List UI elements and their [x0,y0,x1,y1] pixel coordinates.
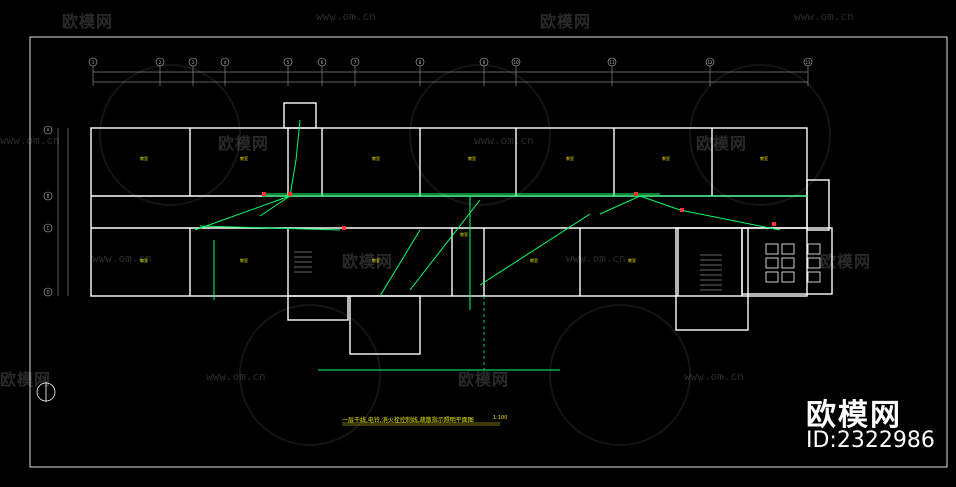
toilet-stalls [765,243,821,283]
grid-bubble [43,287,53,297]
watermark-url: www.om.cn [474,134,534,147]
building-walls [90,102,833,355]
room-label: 教室 [460,231,468,237]
watermark-brand: 欧模网 [218,134,270,153]
top-dimensions [93,71,808,83]
brand-logo: 欧模网 [806,398,902,433]
grid-label: 8 [419,60,422,65]
device-markers [262,192,776,230]
room-label: 教室 [530,257,538,263]
north-arrow-icon [36,382,56,402]
drawing-scale: 1:100 [493,415,508,421]
watermark-url: www.om.cn [0,134,60,147]
grid-label: 12 [707,60,713,65]
grid-label: 2 [159,60,162,65]
grid-label: 1 [92,60,95,65]
watermark-arcs [99,64,831,446]
grid-bubble [43,191,53,201]
room-label: 教室 [760,155,768,161]
grid-axes-left: A B C D [43,125,69,297]
grid-label: 4 [224,60,227,65]
watermark-url: www.om.cn [566,252,626,265]
watermark-brand: 欧模网 [540,12,592,31]
model-id: ID:2322986 [806,428,935,453]
watermark-brand: 欧模网 [458,370,510,389]
grid-label: B [47,194,50,199]
watermark-brand: 欧模网 [342,252,394,271]
room-label: 教室 [468,155,476,161]
room-label: 教室 [566,155,574,161]
room-label: 教室 [240,257,248,263]
grid-label: D [46,290,49,295]
grid-bubble [43,223,53,233]
room-label: 教室 [140,257,148,263]
drawing-border [29,36,948,468]
room-labels: 教室教室教室教室教室教室教室教室教室教室教室教室教室 [140,155,768,263]
grid-bubble [43,125,53,135]
grid-label: 10 [513,60,519,65]
wiring-lines [194,119,808,371]
grid-label: 11 [609,60,615,65]
watermark-url: www.om.cn [794,10,854,23]
watermark-url: www.om.cn [206,370,266,383]
grid-label: A [47,128,50,133]
room-label: 教室 [628,257,636,263]
grid-label: 5 [287,60,290,65]
room-label: 教室 [140,155,148,161]
watermark-url: www.om.cn [92,252,152,265]
room-label: 教室 [662,155,670,161]
stair-hatch [294,251,722,291]
watermark-brand: 欧模网 [0,370,52,389]
watermark-brand: 欧模网 [62,12,114,31]
grid-label: 7 [354,60,357,65]
watermark-url: www.om.cn [684,370,744,383]
room-label: 教室 [372,155,380,161]
grid-label: 13 [805,60,811,65]
drawing-title: 一层干线,电铃,消火栓控制线,疏散指示照明平面图 [342,417,474,424]
room-label: 教室 [240,155,248,161]
watermark-brand: 欧模网 [696,134,748,153]
grid-label: 6 [321,60,324,65]
grid-label: 3 [192,60,195,65]
room-label: 教室 [372,257,380,263]
grid-label: C [47,226,50,231]
grid-label: 9 [483,60,486,65]
annotation-lines [342,422,500,426]
watermark-brand: 欧模网 [820,252,872,271]
watermark-url: www.om.cn [316,10,376,23]
